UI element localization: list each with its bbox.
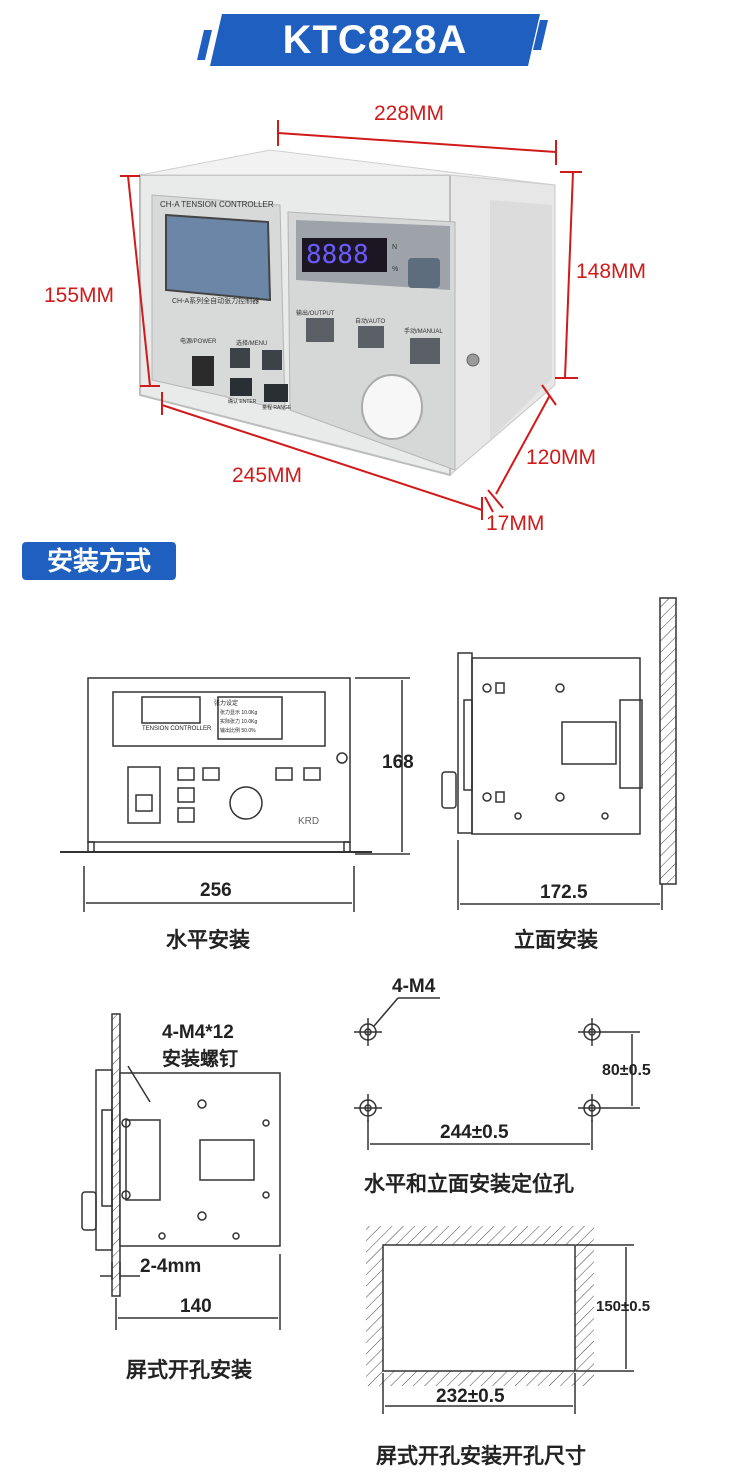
vertical-caption: 立面安装 [514, 929, 598, 952]
cutout-caption: 屏式开孔安装开孔尺寸 [376, 1445, 586, 1468]
holes-horizontal-dim: 244±0.5 [440, 1122, 509, 1143]
device-range-label: 量程 RANGE [262, 405, 292, 411]
horizontal-width-dim: 256 [200, 880, 232, 901]
screw-label: 4-M4*12 [162, 1022, 234, 1043]
lcd-line-4: 输出比例 50.0% [220, 728, 256, 734]
cutout-horizontal-dim: 232±0.5 [436, 1386, 505, 1407]
dim-flange: 17MM [486, 512, 545, 535]
dim-width-bottom: 245MM [232, 464, 303, 487]
lcd-line-3: 实际张力 10.0Kg [220, 719, 258, 725]
device-series-line: CH-A系列全自动张力控制器 [172, 298, 260, 305]
horizontal-logo: KRD [298, 816, 320, 827]
horizontal-brand: TENSION CONTROLLER [142, 726, 212, 732]
device-unit-n: N [392, 244, 398, 251]
dim-width-top: 228MM [374, 102, 445, 125]
dim-height-left: 155MM [44, 284, 115, 307]
panel-thickness-dim: 2-4mm [140, 1256, 202, 1277]
device-menu-label: 选择/MENU [236, 341, 268, 347]
device-enter-label: 确认 ENTER [228, 399, 257, 405]
lcd-line-1: 张力设定 [214, 701, 239, 707]
device-unit-percent: % [392, 266, 399, 273]
device-auto-label: 自动/AUTO [355, 319, 386, 325]
banner-title: KTC828A [282, 18, 468, 62]
cutout-vertical-dim: 150±0.5 [596, 1298, 651, 1315]
screw-label-2: 安装螺钉 [162, 1049, 239, 1070]
holes-vertical-dim: 80±0.5 [602, 1062, 651, 1079]
vertical-width-dim: 172.5 [540, 882, 588, 903]
panel-caption: 屏式开孔安装 [126, 1359, 252, 1382]
holes-label: 4-M4 [392, 976, 436, 997]
lcd-line-2: 张力显示 10.0Kg [220, 710, 258, 716]
device-photo [120, 120, 582, 520]
dim-depth: 120MM [526, 446, 597, 469]
banner-shape [197, 14, 548, 66]
dim-height-right: 148MM [576, 260, 647, 283]
device-led-display: 8888 [306, 240, 369, 270]
device-power-label: 电源/POWER [180, 339, 217, 345]
horizontal-height-dim: 168 [382, 752, 414, 773]
device-manual-label: 手动/MANUAL [404, 329, 443, 335]
section-title: 安装方式 [22, 542, 176, 580]
holes-caption: 水平和立面安装定位孔 [364, 1173, 574, 1196]
device-brand-line: CH-A TENSION CONTROLLER [160, 200, 274, 209]
horizontal-caption: 水平安装 [166, 929, 250, 952]
device-output-label: 输出/OUTPUT [296, 311, 335, 317]
panel-width-dim: 140 [180, 1296, 212, 1317]
